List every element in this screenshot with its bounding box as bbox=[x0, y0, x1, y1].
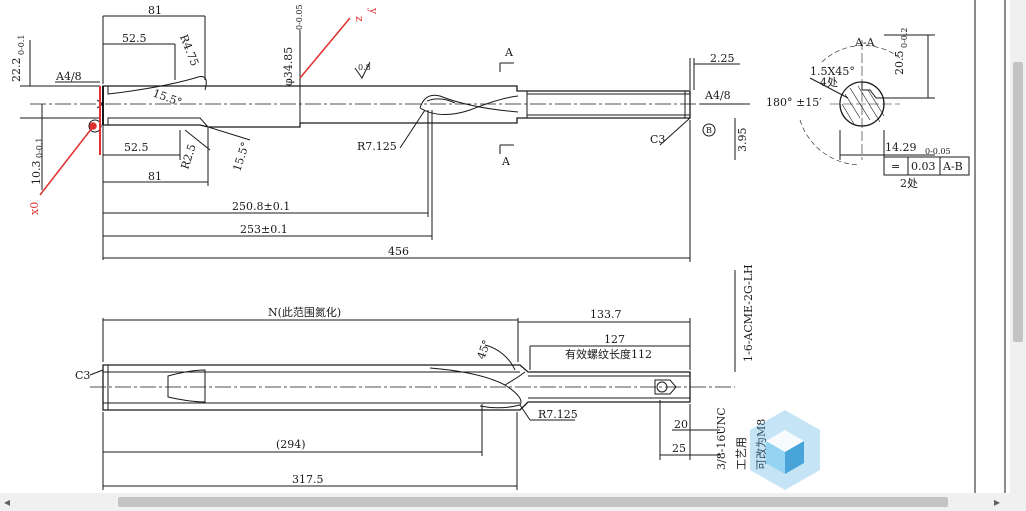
label-a4-8-right: A4/8 bbox=[704, 89, 731, 102]
label-dim-2-25: 2.25 bbox=[710, 52, 735, 65]
horizontal-scrollbar[interactable]: ◂ ▸ bbox=[0, 493, 1010, 511]
label-datum-b: B bbox=[706, 126, 712, 135]
label-dim-14-29: 14.29 bbox=[885, 141, 917, 154]
label-r4-75: R4.75 bbox=[177, 33, 201, 68]
scroll-right-icon[interactable]: ▸ bbox=[994, 495, 1001, 509]
label-chamfer-count: 4处 bbox=[820, 76, 838, 89]
engineering-drawing: 81 52.5 R4.75 φ34.85 0-0.05 0.8 A A 2.25… bbox=[10, 0, 1006, 493]
label-dim-456: 456 bbox=[388, 245, 409, 258]
label-tol-symbol: = bbox=[891, 160, 900, 173]
label-angle-15-5-a: 15.5° bbox=[151, 87, 184, 109]
label-angle-15-5-b: 15.5° bbox=[230, 140, 252, 173]
label-r2-5: R2.5 bbox=[178, 142, 198, 171]
label-dim-20: 20 bbox=[674, 418, 688, 431]
scroll-left-icon[interactable]: ◂ bbox=[4, 495, 11, 509]
label-r7-125-top: R7.125 bbox=[357, 140, 397, 153]
label-tol-value: 0.03 bbox=[911, 160, 936, 173]
label-sec-title: A-A bbox=[854, 36, 876, 49]
vertical-scrollbar[interactable] bbox=[1010, 0, 1026, 493]
label-dim-20-5: 20.5 bbox=[893, 51, 906, 76]
label-dim-22-2-tol: 0-0.1 bbox=[17, 34, 26, 55]
label-dim-10-3: 10.3 bbox=[30, 161, 43, 186]
vertical-scroll-thumb[interactable] bbox=[1013, 62, 1023, 342]
label-dim-25: 25 bbox=[672, 442, 686, 455]
label-bot-81: 81 bbox=[148, 170, 162, 183]
label-dim-10-3-tol: 0-0.1 bbox=[35, 137, 44, 158]
label-dim-14-29-tol: 0-0.05 bbox=[925, 147, 951, 156]
label-thread-len: 有效螺纹长度112 bbox=[565, 347, 652, 361]
horizontal-scroll-thumb[interactable] bbox=[118, 497, 948, 507]
label-section-a-bottom: A bbox=[501, 155, 511, 168]
label-angle-180: 180° ±15′ bbox=[766, 96, 822, 109]
label-top-52-5: 52.5 bbox=[122, 32, 147, 45]
label-dim-250-8: 250.8±0.1 bbox=[232, 200, 290, 213]
label-two-places: 2处 bbox=[900, 177, 918, 190]
label-thread-spec: 1-6-ACME-2G-LH bbox=[742, 264, 755, 362]
label-z: z bbox=[353, 16, 366, 22]
label-c3-bottom: C3 bbox=[75, 369, 90, 382]
label-c3-top: C3 bbox=[650, 133, 665, 146]
label-dim-127: 127 bbox=[604, 333, 625, 346]
label-dim-294: (294) bbox=[276, 438, 306, 451]
label-dia-34-85: φ34.85 bbox=[282, 47, 295, 86]
cube-logo-icon bbox=[750, 410, 820, 490]
label-dim-20-5-tol: 0-0.2 bbox=[900, 27, 909, 48]
drawing-viewport[interactable]: 81 52.5 R4.75 φ34.85 0-0.05 0.8 A A 2.25… bbox=[0, 0, 1010, 493]
label-a4-8-left: A4/8 bbox=[55, 70, 82, 83]
label-chamfer: 1.5X45° bbox=[810, 65, 855, 78]
label-dim-253: 253±0.1 bbox=[240, 223, 288, 236]
label-process-use: 工艺用 bbox=[735, 437, 748, 470]
label-r7-125-bottom: R7.125 bbox=[538, 408, 578, 421]
label-nitride: N(此范围氮化) bbox=[268, 305, 341, 319]
label-angle-45: 45° bbox=[475, 338, 494, 361]
label-x0: x0 bbox=[28, 202, 41, 215]
label-section-a-top: A bbox=[504, 46, 514, 59]
label-dim-317-5: 317.5 bbox=[292, 473, 324, 486]
label-dim-3-95: 3.95 bbox=[736, 128, 749, 153]
label-top-81: 81 bbox=[148, 4, 162, 17]
label-bot-52-5: 52.5 bbox=[124, 141, 149, 154]
scrollbar-corner bbox=[1010, 493, 1026, 511]
label-unc-spec: 3/8-16UNC bbox=[715, 407, 728, 470]
label-tol-datum: A-B bbox=[942, 160, 963, 173]
label-dia-34-85-tol: 0-0.05 bbox=[295, 4, 304, 30]
label-y: y bbox=[367, 7, 380, 15]
label-dim-133-7: 133.7 bbox=[590, 308, 622, 321]
label-ra-0-8: 0.8 bbox=[358, 63, 371, 72]
label-change-m8: 可改为M8 bbox=[754, 419, 768, 470]
label-dim-22-2: 22.2 bbox=[10, 58, 23, 83]
